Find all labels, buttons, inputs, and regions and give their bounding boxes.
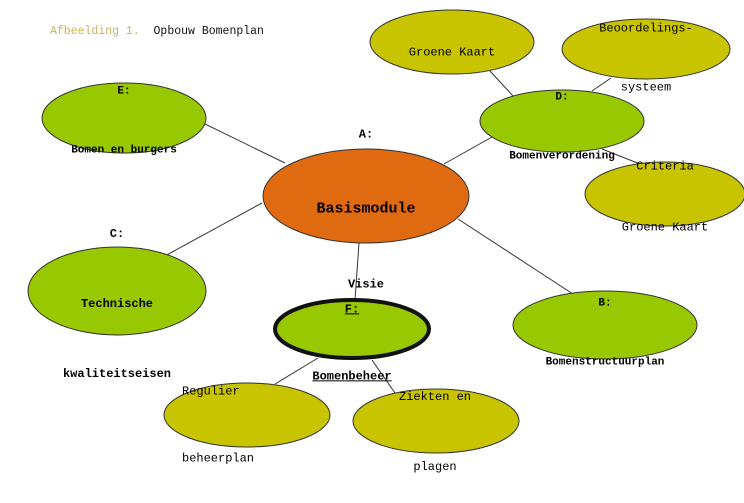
node-regulier-text: Regulier beheerplan — [182, 336, 254, 491]
node-ziekten-name1: Ziekten en — [398, 389, 472, 404]
node-c-ellipse — [27, 246, 207, 336]
node-a-sub: Visie — [347, 277, 384, 292]
node-b-name: Bomenstructuurplan — [545, 356, 665, 369]
node-criteria-name1: Criteria — [636, 159, 694, 174]
node-groene-kaart-ellipse — [369, 9, 535, 75]
node-e-name: Bomen en burgers — [71, 144, 177, 157]
node-beoordeling-ellipse — [561, 18, 731, 80]
connector-f-regulier — [274, 357, 319, 385]
caption-label: Afbeelding 1. — [50, 25, 140, 38]
node-regulier-name2: beheerplan — [181, 451, 255, 466]
node-c-name1: Technische — [80, 297, 153, 311]
node-b-letter: B: — [598, 297, 612, 310]
node-f-text: F: Bomenbeheer — [312, 254, 391, 409]
node-beoordeling-text: Beoordelings- systeem — [599, 0, 693, 118]
node-c-letter: C: — [109, 226, 125, 241]
node-f-letter: F: — [344, 302, 360, 317]
node-d-name: Bomenverordening — [509, 150, 615, 163]
node-ziekten-text: Ziekten en plagen — [399, 339, 471, 503]
connector-d-criteria — [601, 148, 641, 165]
node-b-text: B: Bomenstructuurplan — [546, 255, 665, 394]
node-e-text: E: Bomen en burgers — [71, 43, 177, 182]
node-d-letter: D: — [555, 91, 569, 104]
node-groene-kaart-name: Groene Kaart — [408, 45, 496, 59]
node-regulier-ellipse — [163, 382, 331, 448]
node-b-ellipse — [512, 290, 698, 360]
node-d-text: D: Bomenverordening — [509, 49, 615, 188]
node-c-text: C: Technische kwaliteitseisen — [63, 176, 171, 410]
node-criteria-name2: Groene Kaart — [621, 220, 709, 235]
caption-title: Opbouw Bomenplan — [153, 25, 264, 38]
node-d-ellipse — [479, 89, 645, 153]
connector-a-d — [443, 136, 493, 165]
node-criteria-ellipse — [584, 161, 744, 227]
node-beoordeling-name1: Beoordelings- — [599, 21, 693, 36]
node-f-ellipse — [273, 298, 431, 360]
connector-a-f — [354, 242, 360, 301]
node-f-name: Bomenbeheer — [312, 369, 392, 384]
node-a-ellipse — [262, 148, 470, 244]
connector-a-e — [204, 123, 286, 164]
node-a-text: A: Basismodule Visie — [316, 72, 415, 321]
connector-d-beoordeling — [591, 77, 612, 92]
node-a-name: Basismodule — [316, 200, 416, 218]
node-beoordeling-name2: systeem — [620, 80, 672, 95]
connector-f-ziekten — [371, 359, 396, 394]
mind-map-diagram — [27, 9, 744, 454]
node-e-letter: E: — [117, 85, 131, 98]
node-regulier-name1: Regulier — [181, 384, 240, 399]
connector-a-b — [457, 218, 577, 297]
node-criteria-text: Criteria Groene Kaart — [622, 116, 708, 259]
node-ziekten-ellipse — [352, 388, 520, 454]
node-ziekten-name2: plagen — [413, 460, 457, 475]
connector-d-groene-kaart — [489, 70, 514, 97]
node-e-ellipse — [41, 82, 207, 154]
figure-caption: Afbeelding 1. Opbouw Bomenplan — [50, 25, 264, 38]
connector-a-c — [162, 202, 263, 258]
node-c-name2: kwaliteitseisen — [62, 367, 172, 382]
node-groene-kaart-text: Groene Kaart — [409, 0, 495, 87]
node-a-letter: A: — [358, 127, 374, 142]
